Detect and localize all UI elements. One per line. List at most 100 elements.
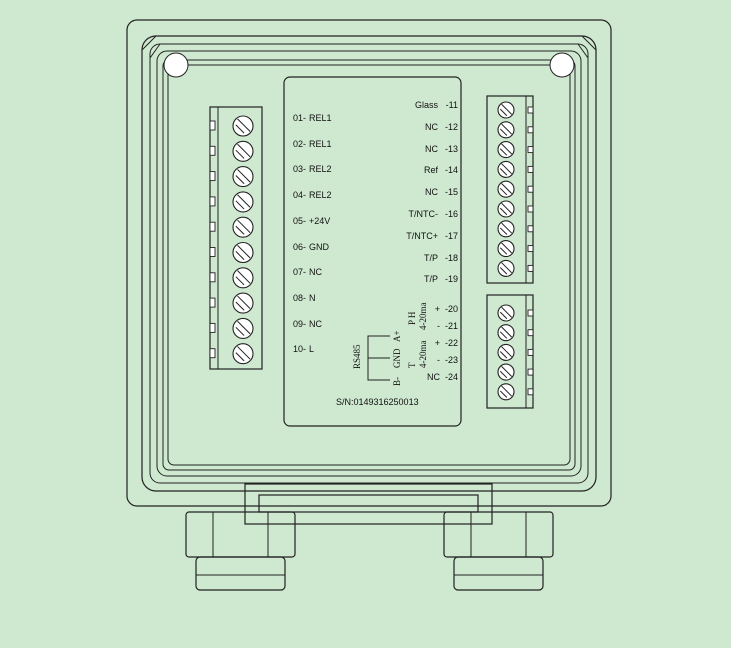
right-top-screw-4-slot-1 [501,163,513,175]
right-top-tab-9 [527,264,534,272]
left-screw-6-head [232,241,254,264]
gland-right-nut [443,511,554,558]
enclosure-frame-3 [162,59,576,471]
right-bottom-screw-2-slot-2 [499,331,508,339]
right-top-screw-6 [497,200,515,218]
right-bottom-screw-4-head [497,363,515,381]
left-screw-5-slot-2 [235,225,245,235]
left-terminal-name-4: REL2 [309,190,332,201]
right-top-screw-7 [497,220,515,238]
right-top-num-1: -11 [445,100,458,110]
right-bottom-screw-4 [497,363,515,381]
right-top-screw-6-slot-2 [499,207,508,216]
right-bottom-tab-5 [527,388,534,396]
rs485-b-minus: B- [392,377,402,386]
t-range-label: 4-20ma [418,340,428,369]
rs485-title: RS485 [352,344,362,369]
right-top-screw-4 [497,160,515,178]
right-top-screw-9 [497,259,515,277]
right-bottom-tab-4 [527,368,534,376]
left-tab-8 [209,297,216,308]
left-terminal-num-8: 08- [293,292,307,303]
ph-group-label: P H [407,311,417,325]
cable-gland-right [443,511,554,591]
right-bottom-screw-5-head [497,383,515,401]
left-terminal-name-8: N [309,292,316,303]
left-terminal-name-5: +24V [309,215,331,226]
gland-left-nut [185,511,296,558]
cable-gland-left [185,511,296,591]
left-screw-4-slot-1 [237,194,251,208]
left-screw-9-head [232,317,254,339]
right-bottom-screw-1-slot-1 [501,306,513,318]
left-screw-8-slot-2 [235,301,245,311]
right-top-screw-3-head [497,141,515,159]
left-screw-2-head [232,140,254,162]
left-tab-3 [209,171,216,182]
right-top-screw-9-slot-1 [501,262,513,274]
left-screw-5 [232,216,254,238]
right-top-num-3: -13 [444,143,458,154]
right-top-tab-4 [527,165,534,173]
right-top-name-8: T/P [423,252,438,263]
right-top-num-2: -12 [444,121,458,132]
left-screw-1 [232,115,254,137]
right-bottom-screw-3-slot-2 [499,351,508,359]
right-top-name-6: T/NTC- [408,209,439,219]
right-bottom-screw-3-slot-1 [501,346,513,358]
corner-chamfer-tr [577,35,597,59]
left-screw-1-slot-1 [237,118,251,132]
right-top-screw-9-slot-2 [499,267,508,275]
left-screw-1-slot-2 [235,124,245,134]
left-screw-7-slot-1 [237,270,251,284]
right-top-screw-3-slot-2 [499,148,508,156]
right-bottom-num-2: -21 [444,321,458,331]
right-top-screw-5-head [497,180,515,198]
right-top-screw-5-slot-1 [501,183,513,194]
left-screw-3-slot-2 [235,175,245,185]
left-tab-7 [209,272,216,283]
enclosure-inner [141,35,597,492]
left-tab-4 [209,196,216,207]
right-top-name-5: NC [425,187,438,198]
right-top-screw-6-head [497,200,515,218]
left-terminal-name-7: NC [309,267,322,278]
left-screw-4-slot-2 [235,200,245,210]
t-group-label: T [407,362,417,369]
left-screw-8-slot-1 [237,295,251,309]
left-tab-2 [209,145,216,156]
left-screw-10 [232,343,254,365]
right-bottom-name-1: + [434,304,440,314]
left-terminal-num-5: 05- [293,215,307,226]
left-screw-6-slot-1 [237,244,251,259]
right-top-tab-8 [527,245,534,253]
right-bottom-name-4: - [437,355,440,365]
right-top-screw-7-slot-2 [499,227,508,235]
rs485-a-plus: A+ [392,330,402,342]
right-top-num-9: -19 [444,274,458,285]
left-tab-1 [209,120,216,131]
enclosure-outer [126,19,612,507]
right-bottom-screw-2-slot-1 [501,326,513,338]
right-bottom-screw-3 [497,343,515,361]
left-screw-8-head [232,292,254,314]
left-screw-6-slot-2 [235,251,245,261]
left-screw-4 [232,191,254,213]
mounting-hole-right [549,52,575,78]
right-top-tab-7 [527,225,534,233]
left-screw-2-slot-1 [237,143,251,158]
right-top-num-6: -16 [444,209,458,219]
left-block-body [209,106,263,370]
left-screw-7-slot-2 [235,276,245,286]
left-terminal-name-3: REL2 [309,164,332,175]
left-terminal-num-9: 09- [293,318,307,329]
right-top-screw-1 [497,101,515,119]
left-terminal-num-6: 06- [293,241,307,252]
left-screw-7-head [232,267,254,289]
left-screw-10-slot-2 [235,352,245,362]
right-top-screw-4-slot-2 [499,168,508,176]
right-top-name-3: NC [425,143,438,154]
right-bottom-screw-5 [497,383,515,401]
left-screw-9 [232,317,254,339]
right-top-screw-2-slot-1 [501,123,513,135]
